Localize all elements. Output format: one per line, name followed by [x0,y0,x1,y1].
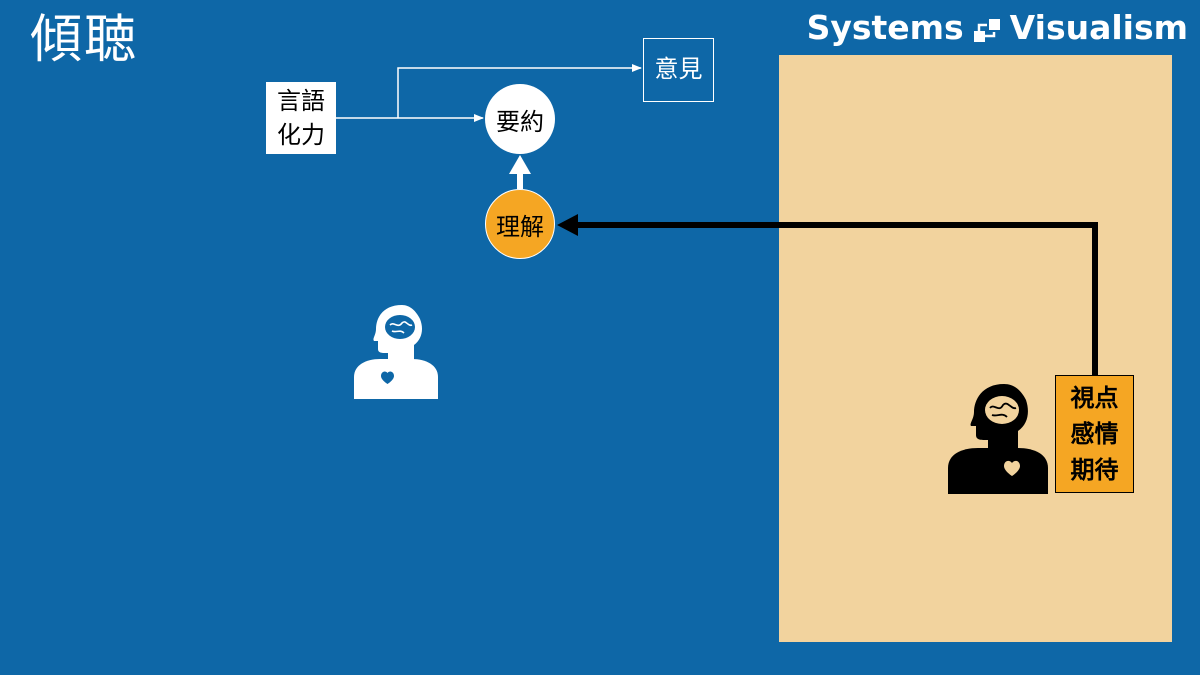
language-line1: 言語 [277,87,325,115]
language-line2: 化力 [277,121,325,149]
brand-logo: Systems Visualism [807,6,1188,50]
listener-head-icon [354,305,438,399]
opinion-box: 意見 [643,38,714,102]
tag-viewpoint: 視点 [1070,384,1119,412]
speaker-panel [779,55,1172,642]
speaker-head-icon [948,384,1048,494]
arrow-speaker-to-understanding [578,222,1098,375]
summary-circle: 要約 [485,84,555,154]
understanding-label: 理解 [496,212,544,241]
tag-expectation: 期待 [1070,456,1119,484]
tag-emotion: 感情 [1070,420,1119,448]
page-title: 傾聴 [30,10,139,70]
summary-label: 要約 [496,107,544,136]
arrow-language-to-opinion [397,64,642,118]
heart-icon [381,371,394,384]
boxes-arrows-icon [972,13,1002,43]
understanding-circle: 理解 [485,189,555,259]
speaker-attributes-box: 視点 感情 期待 [1055,375,1134,493]
brain-icon [385,315,415,339]
language-ability-box: 言語 化力 [266,82,336,154]
brand-text-right: Visualism [1009,8,1188,47]
brand-text-left: Systems [806,8,964,47]
